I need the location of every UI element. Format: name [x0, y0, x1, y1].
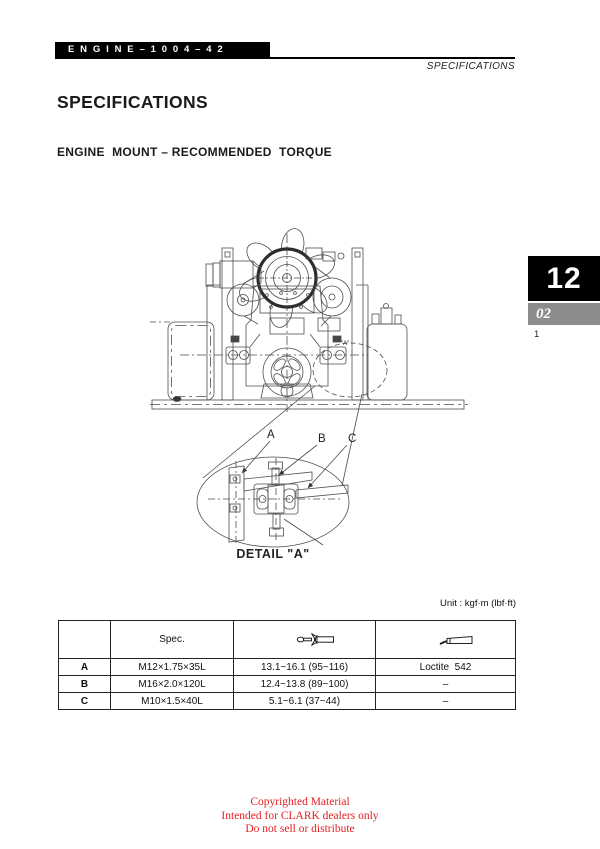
spec-cell: M10×1.5×40L: [110, 692, 234, 710]
page-title: SPECIFICATIONS: [57, 92, 209, 112]
unit-label: Unit : kgf·m (lbf·ft): [439, 598, 516, 609]
torque-cell: 13.1~16.1 (95~116): [233, 658, 376, 676]
adhesive-cell: –: [375, 675, 516, 693]
item-cell: A: [58, 658, 111, 676]
table-row-c: C M10×1.5×40L 5.1~6.1 (37~44) –: [58, 692, 516, 710]
spec-cell: M16×2.0×120L: [110, 675, 234, 693]
engine-line-drawing: "A" A B C DETAIL "A": [150, 228, 468, 561]
callout-label-a: A: [267, 429, 275, 441]
header-section-label: SPECIFICATIONS: [426, 61, 515, 72]
spec-cell: M12×1.75×35L: [110, 658, 234, 676]
header-model-bar: E N G I N E – 1 0 0 4 – 4 2: [55, 42, 270, 58]
copyright-line-2: Intended for CLARK dealers only: [221, 809, 379, 822]
torque-cell: 12.4~13.8 (89~100): [233, 675, 376, 693]
item-cell: C: [58, 692, 111, 710]
chapter-tab: 12: [528, 256, 600, 301]
detail-caption: DETAIL "A": [236, 547, 309, 561]
copyright-line-3: Do not sell or distribute: [245, 823, 355, 835]
header-spec-cell: Spec.: [110, 620, 234, 659]
adhesive-cell: –: [375, 692, 516, 710]
detail-ref-label: "A": [341, 341, 349, 347]
header-adhesive-cell: [375, 620, 516, 659]
torque-cell: 5.1~6.1 (37~44): [233, 692, 376, 710]
section-subtitle: ENGINE MOUNT – RECOMMENDED TORQUE: [57, 145, 332, 159]
header-torque-cell: [233, 620, 376, 659]
adhesive-cell: Loctite 542: [375, 658, 516, 676]
header-rule: [55, 56, 515, 59]
copyright-notice: Copyrighted Material Intended for CLARK …: [0, 796, 600, 837]
tab-page-number: 1: [534, 329, 540, 340]
callout-label-b: B: [318, 433, 326, 445]
copyright-line-1: Copyrighted Material: [250, 796, 350, 808]
section-tab: 02: [528, 303, 600, 325]
table-header-row: Spec.: [58, 620, 516, 659]
callout-label-c: C: [348, 433, 356, 445]
engine-mount-figure: "A" A B C DETAIL "A": [150, 228, 470, 563]
table-row-a: A M12×1.75×35L 13.1~16.1 (95~116) Loctit…: [58, 658, 516, 676]
sealant-tube-icon: [439, 635, 473, 645]
torque-wrench-icon: [296, 633, 334, 646]
header-item-cell: [58, 620, 111, 659]
table-row-b: B M16×2.0×120L 12.4~13.8 (89~100) –: [58, 675, 516, 693]
item-cell: B: [58, 675, 111, 693]
torque-spec-table: Spec.: [58, 620, 516, 710]
